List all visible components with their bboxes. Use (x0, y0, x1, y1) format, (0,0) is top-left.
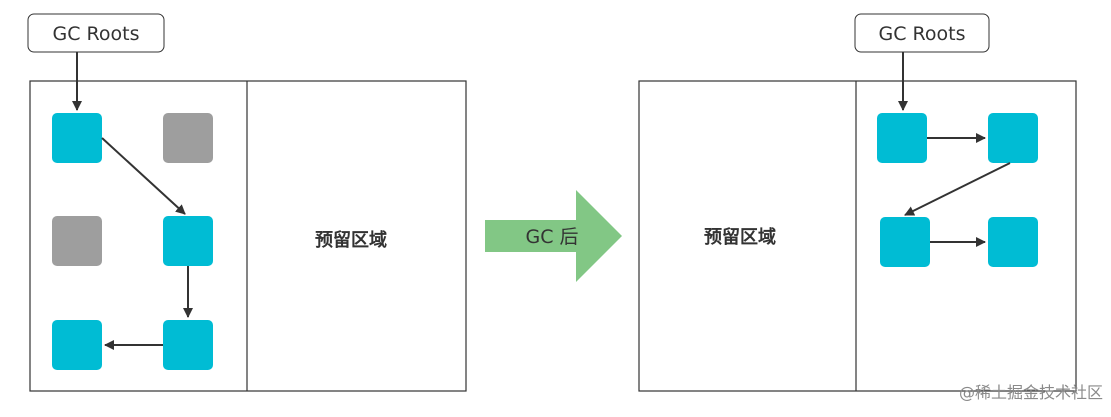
right-diagram: GC Roots 预留区域 (638, 13, 1077, 392)
left-live-object-2 (163, 216, 213, 266)
right-live-object-2 (988, 113, 1038, 163)
gc-arrow-shape (485, 190, 622, 282)
left-live-object-3 (52, 320, 102, 370)
gc-transition-arrow: GC 后 (485, 190, 622, 282)
left-edge-obj1-to-obj2 (101, 137, 186, 215)
gc-arrow-label: GC 后 (525, 226, 578, 248)
right-live-object-1 (877, 113, 927, 163)
left-live-object-1 (52, 113, 102, 163)
left-dead-object-2 (52, 216, 102, 266)
watermark-text: @稀土掘金技术社区 (959, 383, 1103, 402)
left-memory-panel (29, 80, 467, 392)
right-gc-roots-label: GC Roots (879, 23, 966, 45)
left-gc-roots-box (27, 13, 165, 53)
right-live-object-4 (988, 217, 1038, 267)
right-gc-roots-box (854, 13, 990, 53)
right-live-object-3 (880, 217, 930, 267)
left-live-object-4 (163, 320, 213, 370)
left-diagram: GC Roots 预留区域 (27, 13, 467, 392)
right-edge-obj2-to-obj3 (904, 162, 1011, 216)
left-gc-roots-label: GC Roots (53, 23, 140, 45)
left-reserved-area-label: 预留区域 (315, 229, 387, 251)
right-reserved-area-label: 预留区域 (704, 226, 776, 248)
left-dead-object-1 (163, 113, 213, 163)
